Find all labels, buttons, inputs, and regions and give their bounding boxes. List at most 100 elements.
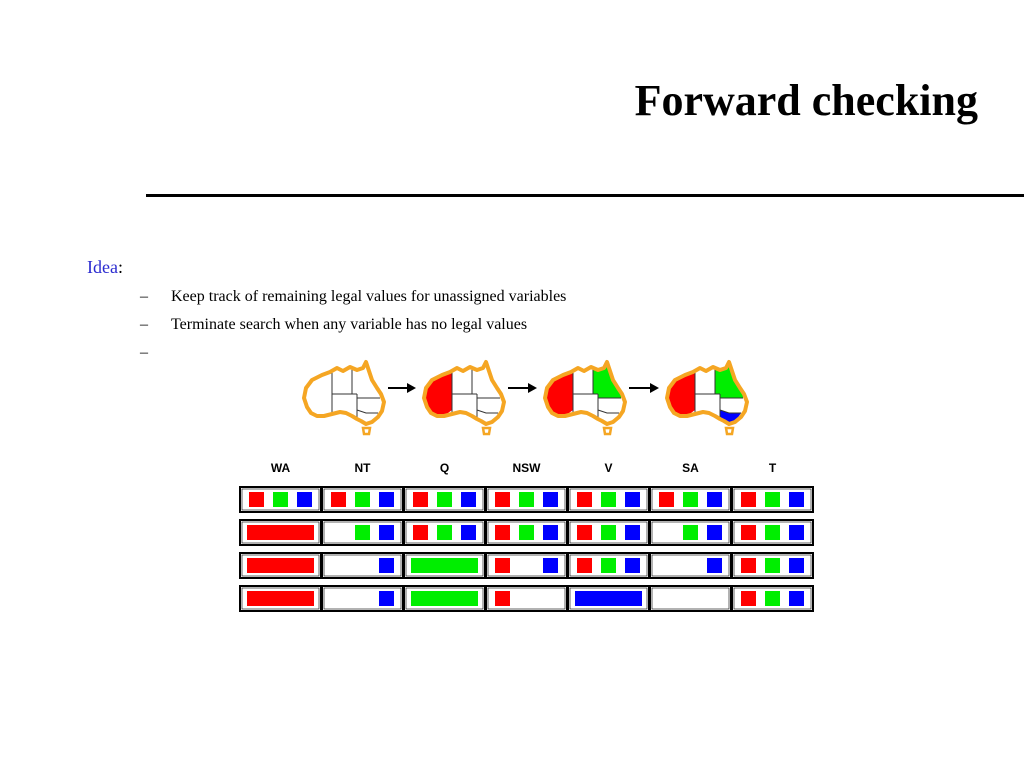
domain-cell: [649, 552, 732, 579]
domain-cell: [403, 585, 486, 612]
map-region-t: [602, 426, 613, 436]
domain-value-blue: [461, 525, 476, 540]
arrow-head: [407, 383, 416, 393]
column-label-nt: NT: [355, 461, 372, 475]
map-region-wa: [667, 372, 695, 416]
domain-value-red: [495, 591, 510, 606]
map-region-wa: [424, 372, 452, 416]
map-region-nt: [452, 367, 472, 394]
domain-value-red: [577, 492, 592, 507]
map-region-v: [598, 410, 619, 424]
bullet-list: – Keep track of remaining legal values fo…: [140, 287, 566, 371]
map-region-wa: [304, 372, 332, 416]
column-label-nsw: NSW: [513, 461, 542, 475]
domain-cell-inner: [241, 521, 320, 544]
domain-cell: [567, 552, 650, 579]
domain-cell: [567, 486, 650, 513]
domain-cell-inner: [241, 587, 320, 610]
domain-cell: [239, 585, 322, 612]
map-region-nt: [695, 367, 715, 394]
domain-value-green: [765, 591, 780, 606]
arrow-head: [528, 383, 537, 393]
map-region-wa: [545, 372, 573, 416]
domain-cell: [731, 486, 814, 513]
domain-cell: [485, 585, 568, 612]
domain-cell: [731, 519, 814, 546]
domain-value-red: [659, 492, 674, 507]
domain-value-red: [413, 492, 428, 507]
domain-value-blue: [379, 591, 394, 606]
domain-value-green: [355, 525, 370, 540]
idea-word: Idea: [87, 257, 118, 277]
domain-value-green: [601, 525, 616, 540]
domain-cell-inner: [405, 521, 484, 544]
domain-cell: [485, 486, 568, 513]
domain-value-red: [495, 492, 510, 507]
domain-cell: [321, 585, 404, 612]
idea-heading: Idea:: [87, 256, 123, 278]
domain-cell-inner: [651, 587, 730, 610]
domain-value-blue: [543, 525, 558, 540]
domain-cell-inner: [487, 587, 566, 610]
domain-value-green: [683, 492, 698, 507]
map-region-sa: [452, 394, 477, 419]
domain-value-blue: [707, 558, 722, 573]
assigned-value-bar: [247, 591, 314, 606]
domain-value-blue: [297, 492, 312, 507]
map-region-q: [593, 362, 622, 398]
domain-cell: [403, 486, 486, 513]
domain-cell-inner: [323, 587, 402, 610]
domain-cell: [403, 552, 486, 579]
domain-cell: [731, 585, 814, 612]
bullet-item: – Keep track of remaining legal values fo…: [140, 287, 566, 315]
domain-value-green: [519, 492, 534, 507]
domain-cell: [649, 486, 732, 513]
map-region-sa: [332, 394, 357, 419]
assigned-value-bar: [575, 591, 642, 606]
domain-value-blue: [543, 558, 558, 573]
domain-value-blue: [707, 525, 722, 540]
bullet-item: –Terminate search when any variable has …: [140, 315, 566, 343]
australia-map: [422, 360, 506, 436]
domain-value-red: [741, 558, 756, 573]
map-region-nsw: [598, 398, 625, 413]
domain-value-green: [601, 492, 616, 507]
domain-cell-inner: [569, 587, 648, 610]
map-coastline: [302, 360, 386, 426]
domain-value-green: [355, 492, 370, 507]
bullet-text: Terminate search when any variable has n…: [171, 316, 528, 333]
domain-value-red: [577, 525, 592, 540]
domain-cell-inner: [651, 488, 730, 511]
idea-colon: :: [117, 257, 123, 277]
domain-value-blue: [789, 591, 804, 606]
domain-value-blue: [625, 492, 640, 507]
domain-value-blue: [379, 492, 394, 507]
domain-value-green: [765, 558, 780, 573]
assigned-value-bar: [247, 558, 314, 573]
map-region-v: [477, 410, 498, 424]
slide-title: Forward checking: [634, 76, 978, 125]
bullet-text: Keep track of remaining legal values for…: [171, 288, 567, 305]
map-region-nsw: [477, 398, 504, 413]
column-label-v: V: [604, 461, 612, 475]
domain-value-blue: [625, 525, 640, 540]
bullet-item: –: [140, 343, 566, 371]
domain-cell: [567, 519, 650, 546]
domain-value-green: [765, 492, 780, 507]
map-region-q: [715, 362, 744, 398]
domain-cell-inner: [569, 521, 648, 544]
assigned-value-bar: [411, 591, 478, 606]
bullet-dash: –: [140, 288, 148, 305]
domain-value-green: [437, 525, 452, 540]
domain-value-blue: [625, 558, 640, 573]
domain-cell-inner: [651, 554, 730, 577]
bullet-dash: –: [140, 344, 148, 361]
domain-cell-inner: [323, 554, 402, 577]
map-region-sa: [695, 394, 720, 419]
domain-cell: [485, 552, 568, 579]
domain-cell-inner: [651, 521, 730, 544]
map-region-nsw: [357, 398, 384, 413]
domain-cell-inner: [405, 587, 484, 610]
domain-cell-inner: [487, 488, 566, 511]
column-label-t: T: [769, 461, 777, 475]
